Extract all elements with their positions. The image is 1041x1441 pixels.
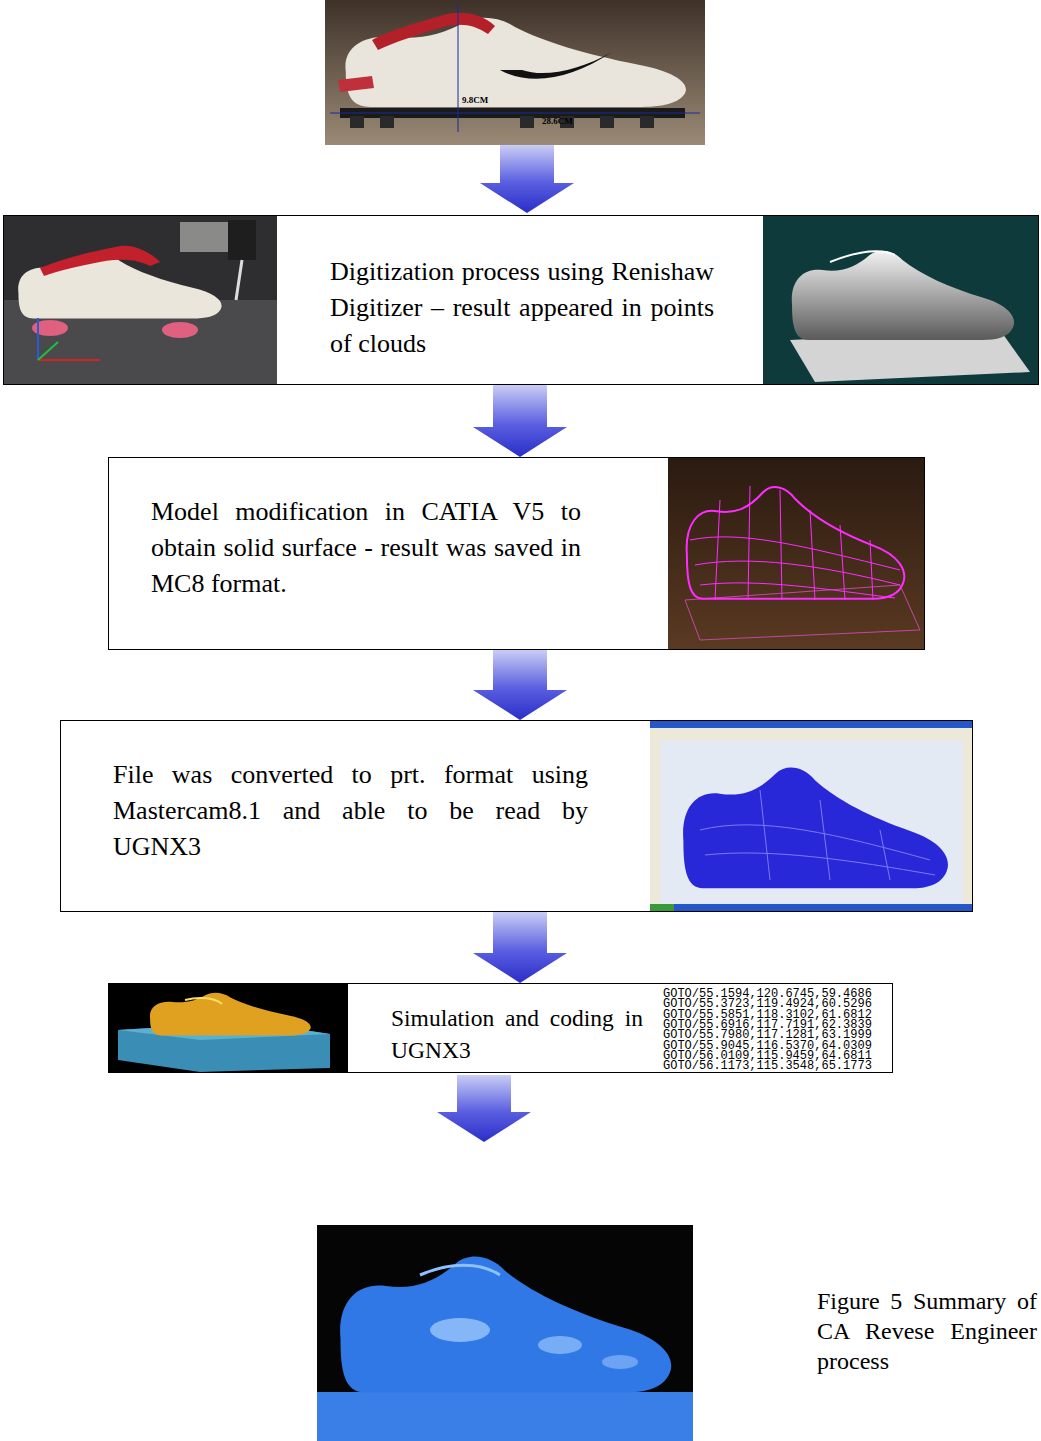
figure-caption: Figure 5 Summary of CA Revese Engineer p… xyxy=(817,1286,1037,1376)
machining-simulation xyxy=(108,983,348,1073)
digitizer-photo xyxy=(3,215,277,385)
nc-code-line: GOTO/55.9045,116.5370,64.0309 xyxy=(663,1041,872,1051)
nc-code-line: GOTO/55.3723,119.4924,60.5296 xyxy=(663,999,872,1009)
step-description: Simulation and coding in UGNX3 xyxy=(391,1002,643,1066)
nc-code-line: GOTO/55.6916,117.7191,62.3839 xyxy=(663,1020,872,1030)
nc-code-line: GOTO/56.0109,115.9459,64.6811 xyxy=(663,1051,872,1061)
boot-photo xyxy=(325,0,705,145)
flow-arrow xyxy=(480,145,574,213)
flow-arrow xyxy=(473,912,567,983)
nc-code-line: GOTO/55.1594,120.6745,59.4686 xyxy=(663,989,872,999)
process-box: Model modification in CATIA V5 to obtain… xyxy=(108,457,925,650)
wireframe-model xyxy=(668,457,925,650)
flow-arrow xyxy=(437,1075,531,1142)
dimension-label: 28.6CM xyxy=(542,116,573,126)
point-cloud-render xyxy=(763,215,1039,385)
step-description: Model modification in CATIA V5 to obtain… xyxy=(151,494,581,602)
machined-part-photo xyxy=(317,1225,693,1441)
step-description: Digitization process using Renishaw Digi… xyxy=(330,254,714,362)
dimension-label: 9.8CM xyxy=(462,95,488,105)
process-box: Digitization process using Renishaw Digi… xyxy=(3,215,1039,385)
flow-arrow xyxy=(473,385,567,457)
step-description: File was converted to prt. format using … xyxy=(113,757,588,865)
flow-arrow xyxy=(473,650,567,720)
nc-code-line: GOTO/55.7980,117.1281,63.1999 xyxy=(663,1030,872,1040)
nc-code-line: GOTO/56.1173,115.3548,65.1773 xyxy=(663,1061,872,1071)
process-box: File was converted to prt. format using … xyxy=(60,720,973,912)
software-screenshot xyxy=(650,720,973,912)
nc-code-line: GOTO/55.5851,118.3102,61.6812 xyxy=(663,1010,872,1020)
